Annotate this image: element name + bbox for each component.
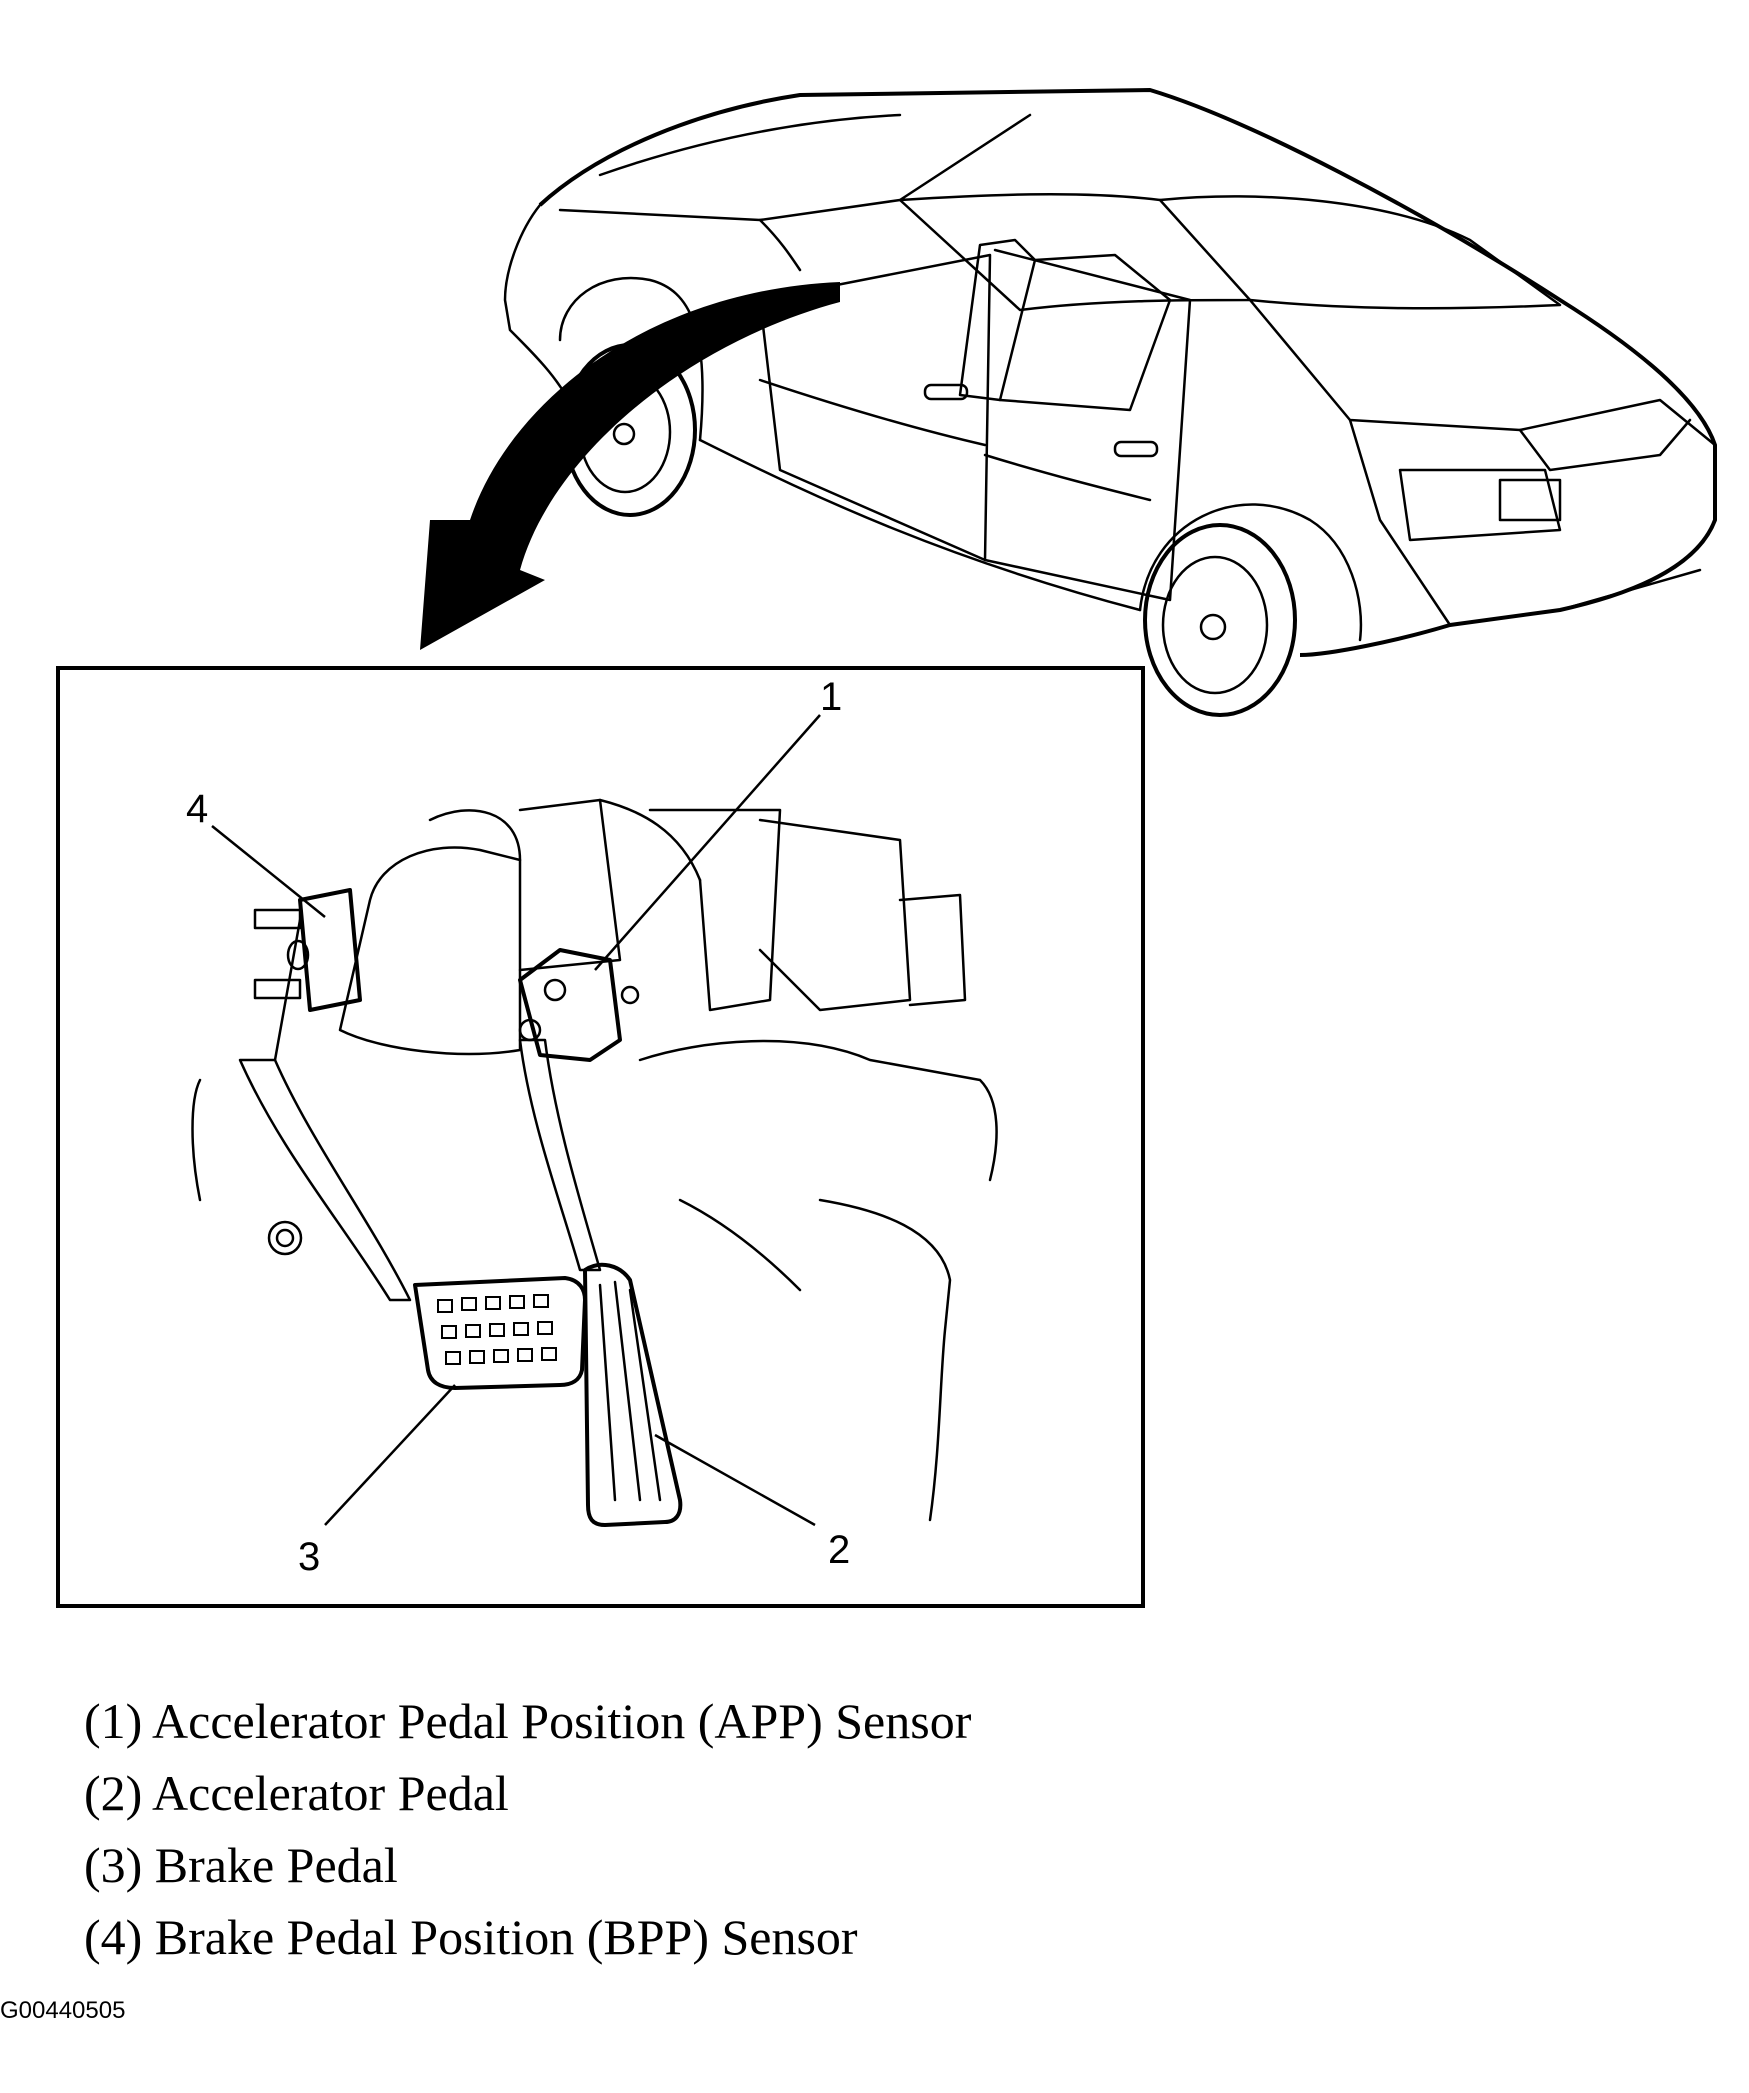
brake-pedal-pad <box>413 1276 587 1390</box>
app-sensor-body <box>518 948 622 1062</box>
component-legend: (1) Accelerator Pedal Position (APP) Sen… <box>84 1685 971 1973</box>
legend-item-app-sensor: (1) Accelerator Pedal Position (APP) Sen… <box>84 1693 972 1749</box>
callout-2: 2 <box>828 1528 850 1572</box>
bpp-sensor-body <box>298 888 362 1012</box>
accelerator-pedal-pad <box>583 1262 683 1527</box>
callout-3: 3 <box>298 1535 320 1579</box>
callout-leaders <box>211 714 821 1527</box>
legend-item-bpp-sensor: (4) Brake Pedal Position (BPP) Sensor <box>84 1909 858 1965</box>
detail-view-frame <box>56 666 1145 1608</box>
callout-4: 4 <box>186 787 208 831</box>
callout-1: 1 <box>820 675 842 719</box>
legend-item-accelerator-pedal: (2) Accelerator Pedal <box>84 1765 509 1821</box>
view-arrow <box>420 282 840 650</box>
figure-id: G00440505 <box>0 1997 126 2024</box>
component-locator-figure: 1 2 3 4 <box>56 88 1717 1608</box>
legend-item-brake-pedal: (3) Brake Pedal <box>84 1837 398 1893</box>
vehicle-illustration <box>503 88 1717 717</box>
